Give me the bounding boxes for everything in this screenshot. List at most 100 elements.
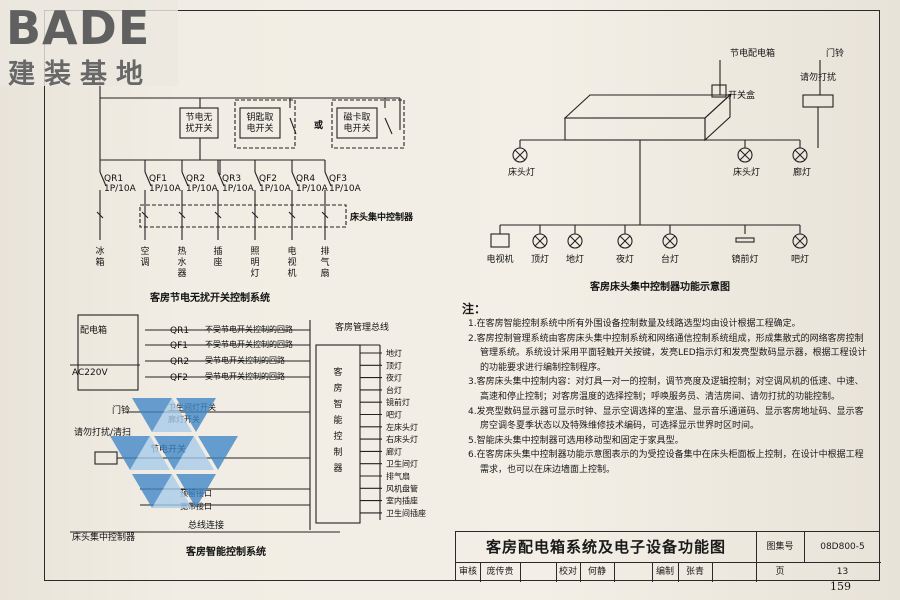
svg-text:气: 气 xyxy=(320,256,329,268)
svg-text:能: 能 xyxy=(333,414,342,426)
logo: BADE 建装基地 xyxy=(0,0,178,90)
switch-box-label: 开关盒 xyxy=(728,89,755,101)
bottom-item-label-2: 地灯 xyxy=(566,253,584,265)
bottom-item-label-3: 夜灯 xyxy=(616,253,634,265)
output-5: 吧灯 xyxy=(386,410,402,420)
circuit-text-2: 受节电开关控制的回路 xyxy=(205,355,285,365)
svg-text:扰开关: 扰开关 xyxy=(185,122,212,134)
bedside-controller-label-upper: 床头集中控制器 xyxy=(350,211,414,223)
svg-text:调: 调 xyxy=(140,257,149,268)
svg-text:扇: 扇 xyxy=(320,267,329,279)
load-label-0: 冰箱 xyxy=(95,245,104,268)
note-3: 3.客房床头集中控制内容：对灯具一对一的控制，调节亮度及逻辑控制；对空调风机的低… xyxy=(468,377,864,402)
circuit-text-3: 受节电开关控制的回路 xyxy=(205,371,285,381)
load-label-3: 插座 xyxy=(213,245,222,268)
circuit-text-1: 不受节电开关控制的回路 xyxy=(205,339,293,349)
svg-text:水: 水 xyxy=(177,256,186,268)
distribution-box-label: 配电箱 xyxy=(80,324,107,336)
ac-voltage-label: AC220V xyxy=(72,368,108,378)
svg-text:视: 视 xyxy=(287,256,296,268)
energy-switch-label: 节电无扰开关 xyxy=(185,111,212,134)
or-label: 或 xyxy=(314,119,323,131)
svg-text:机: 机 xyxy=(287,267,296,279)
bottom-lamp-icon-3 xyxy=(617,233,633,249)
load-label-5: 电视机 xyxy=(287,245,296,279)
bedside-lamp-icon-1 xyxy=(512,147,528,163)
note-2: 2.客房控制管理系统由客房床头集中控制系统和网络通信控制系统组成，形成集散式的网… xyxy=(468,333,867,373)
svg-text:冰: 冰 xyxy=(95,245,104,257)
tv-icon xyxy=(490,233,510,248)
svg-text:座: 座 xyxy=(213,256,222,268)
notes-title: 注： xyxy=(462,302,487,316)
svg-text:磁卡取: 磁卡取 xyxy=(343,111,370,123)
breaker-id-4: QF2 xyxy=(259,174,277,184)
bottom-lamp-icon-4 xyxy=(662,233,678,249)
page-label: 页 xyxy=(775,567,785,577)
bus-title-label: 客房管理总线 xyxy=(335,321,389,333)
breaker-rating-2: 1P/10A xyxy=(186,184,219,194)
check-label: 校对 xyxy=(558,567,577,577)
svg-text:器: 器 xyxy=(177,268,186,279)
breaker-rating-6: 1P/10A xyxy=(329,184,362,194)
output-13: 卫生间插座 xyxy=(386,508,426,518)
top-lamp-label-2: 廊灯 xyxy=(793,166,811,178)
book-page-number: 159 xyxy=(830,580,851,593)
bottom-lamp-icon-6 xyxy=(792,233,808,249)
svg-text:控: 控 xyxy=(333,430,342,442)
atlas-number: 08D800-5 xyxy=(820,542,865,552)
output-0: 地灯 xyxy=(386,348,402,358)
output-4: 镜前灯 xyxy=(386,397,410,407)
output-2: 夜灯 xyxy=(386,373,402,383)
doorbell-label-right: 门铃 xyxy=(826,47,844,59)
svg-text:空: 空 xyxy=(140,245,149,257)
corridor-lamp-icon xyxy=(792,147,808,163)
top-lamp-label-0: 床头灯 xyxy=(508,166,535,178)
breaker-rating-5: 1P/10A xyxy=(296,184,329,194)
review-label: 审核 xyxy=(458,567,477,577)
breaker-id-0: QR1 xyxy=(104,174,123,184)
watermark-triangles-icon xyxy=(110,398,238,508)
svg-text:热: 热 xyxy=(177,245,186,257)
bottom-lamp-icon-1 xyxy=(532,233,548,249)
breaker-rating-4: 1P/10A xyxy=(259,184,292,194)
circuit-id-2: QR2 xyxy=(170,357,189,367)
bottom-lamp-icon-2 xyxy=(567,233,583,249)
checker: 何静 xyxy=(587,567,606,577)
notes-block: 1.在客房智能控制系统中所有外围设备控制数量及线路选型均由设计根据工程确定。 2… xyxy=(468,317,872,478)
bottom-item-label-1: 顶灯 xyxy=(531,254,549,265)
bottom-item-label-6: 吧灯 xyxy=(791,254,809,265)
load-label-1: 空调 xyxy=(140,245,149,268)
left-upper-caption: 客房节电无扰开关控制系统 xyxy=(149,291,270,304)
svg-text:箱: 箱 xyxy=(95,256,104,268)
mirror-lamp-icon xyxy=(735,237,755,243)
page-value: 13 xyxy=(836,567,849,577)
doorbell-label-left: 门铃 xyxy=(112,404,130,416)
svg-text:钥匙取: 钥匙取 xyxy=(246,111,273,123)
svg-text:房: 房 xyxy=(333,382,342,394)
circuit-id-0: QR1 xyxy=(170,326,189,336)
circuit-id-1: QF1 xyxy=(170,341,188,351)
logo-text-en: BADE xyxy=(6,1,151,55)
svg-text:插: 插 xyxy=(213,245,222,257)
breaker-rating-3: 1P/10A xyxy=(222,184,255,194)
output-8: 廊灯 xyxy=(386,446,402,456)
energy-box-label: 节电配电箱 xyxy=(730,47,775,59)
svg-text:明: 明 xyxy=(250,257,259,268)
atlas-label: 图集号 xyxy=(766,542,794,552)
left-lower-caption: 客房智能控制系统 xyxy=(185,545,266,558)
note-6: 6.在客房床头集中控制器功能示意图表示的为受控设备集中在床头柜面板上控制，在设计… xyxy=(468,450,864,475)
breaker-id-5: QR4 xyxy=(296,174,315,184)
breaker-id-2: QR2 xyxy=(186,174,205,184)
svg-text:制: 制 xyxy=(333,446,342,458)
load-label-4: 照明灯 xyxy=(250,246,259,279)
svg-text:电开关: 电开关 xyxy=(246,122,273,134)
title-block: 客房配电箱系统及电子设备功能图 图集号 08D800-5 审核 庞传贵 校对 何… xyxy=(455,531,881,582)
output-7: 右床头灯 xyxy=(386,434,418,444)
svg-text:智: 智 xyxy=(333,398,342,410)
breaker-id-3: QR3 xyxy=(222,174,241,184)
breaker-rating-1: 1P/10A xyxy=(149,184,182,194)
output-1: 顶灯 xyxy=(386,360,402,370)
load-label-6: 排气扇 xyxy=(320,245,329,279)
